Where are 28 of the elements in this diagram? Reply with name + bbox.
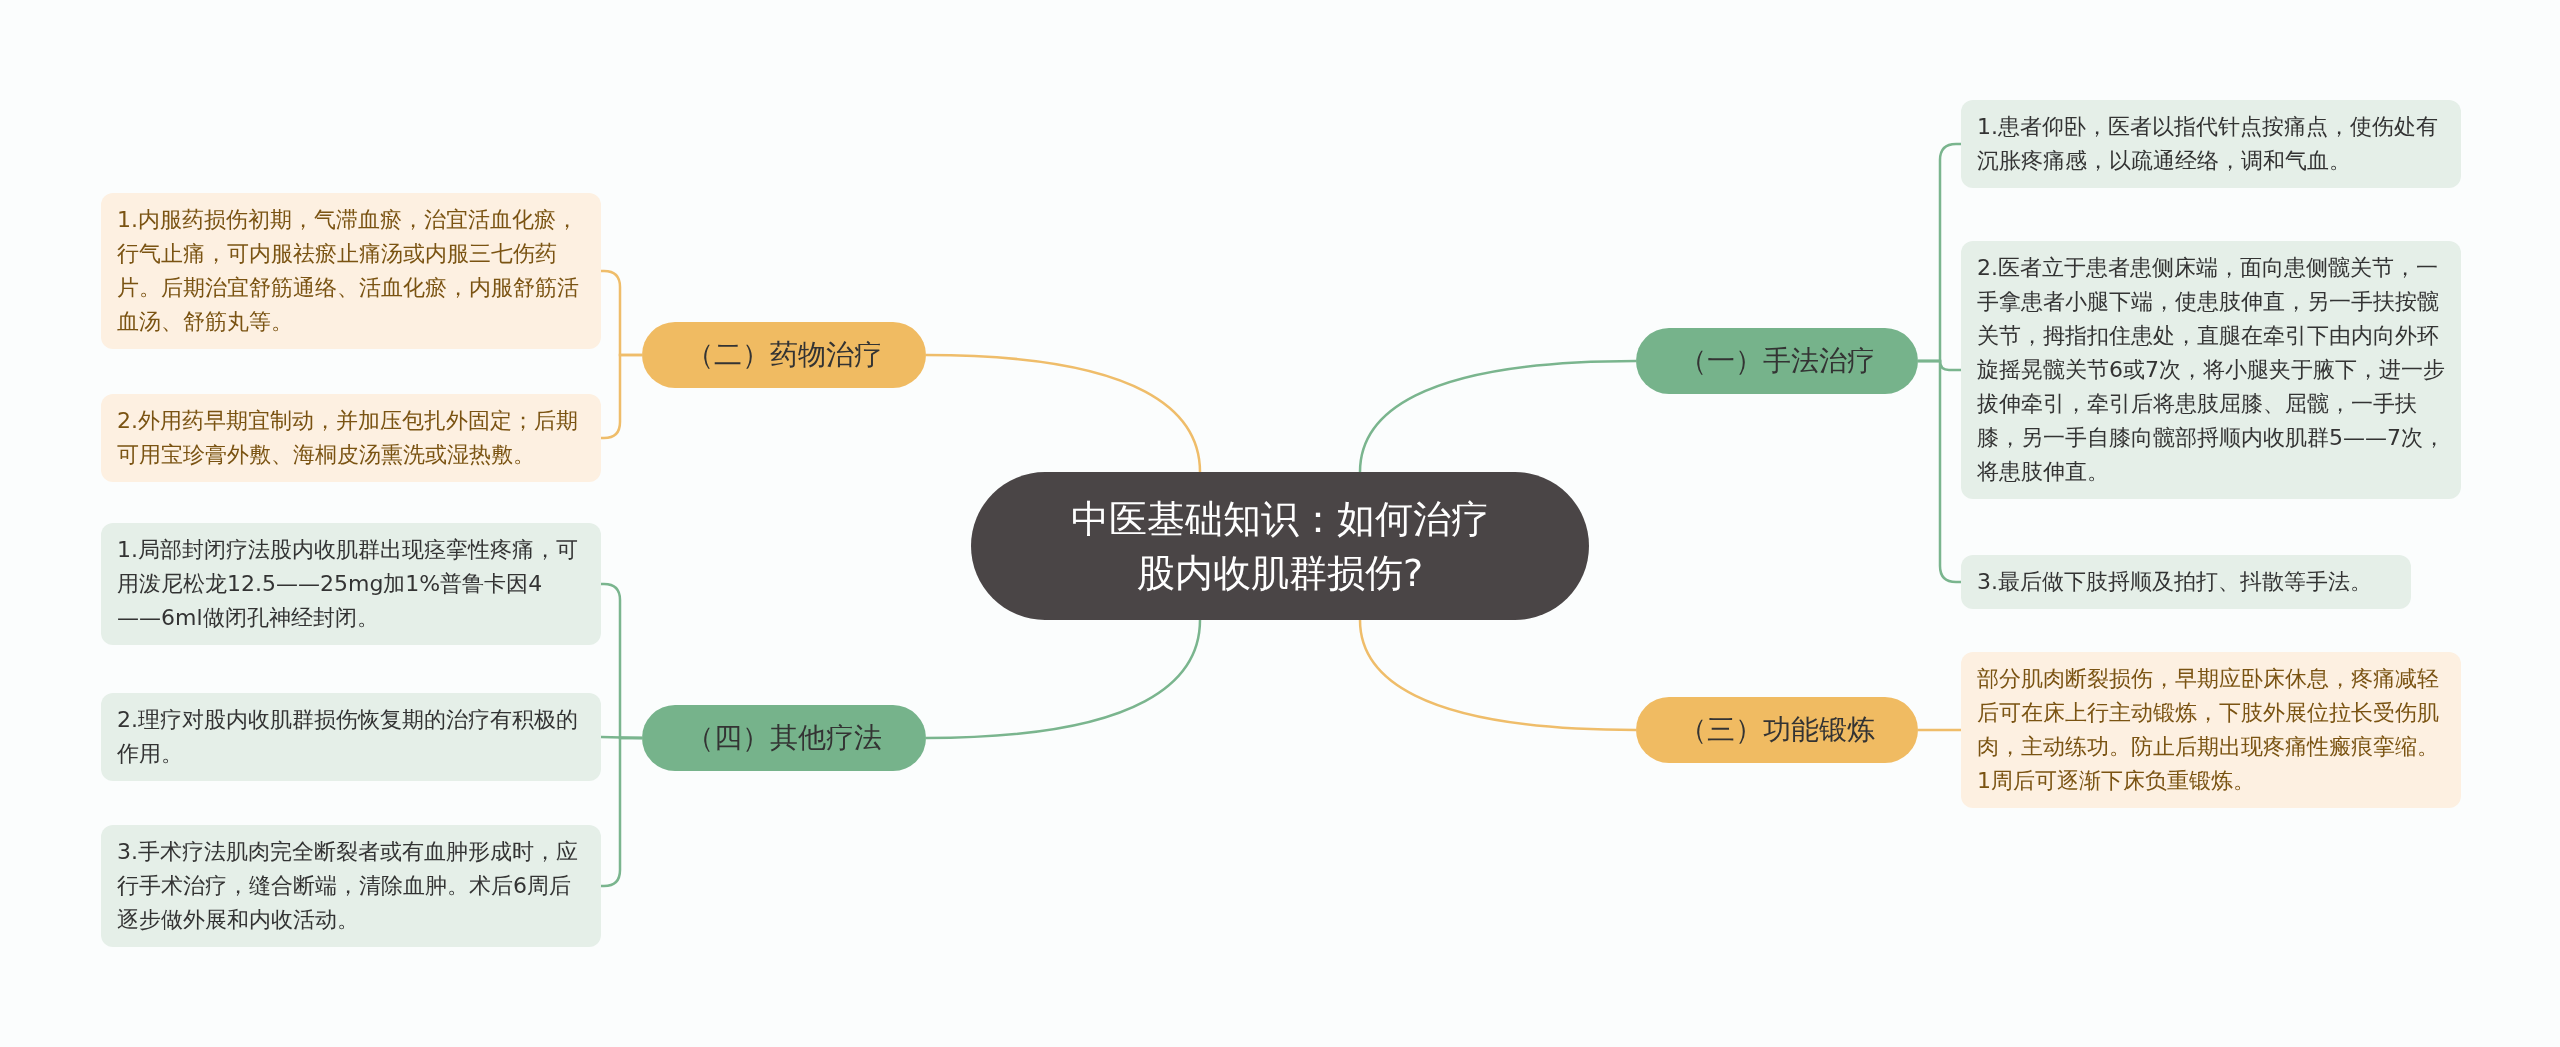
connector-line xyxy=(1918,728,1961,732)
topic-text: 1.局部封闭疗法股内收肌群出现痉挛性疼痛，可用泼尼松龙12.5——25mg加1%普鲁卡因4——6ml做闭孔神经封闭。 xyxy=(117,536,579,632)
note-card xyxy=(101,825,601,947)
connector-line xyxy=(1358,619,1637,732)
topic-text: 1.内服药损伤初期，气滞血瘀，治宜活血化瘀，行气止痛，可内服祛瘀止痛汤或内服三七伤药片。后期治宜舒筋通络、活血化瘀，内服舒筋活血汤、舒筋丸等。 xyxy=(117,206,580,336)
note-card xyxy=(101,523,601,645)
connector-line xyxy=(1358,359,1637,473)
connector-line xyxy=(925,619,1202,740)
note-card xyxy=(101,193,601,349)
note-card xyxy=(101,693,601,781)
topic-text: （一）手法治疗 xyxy=(1678,343,1876,379)
note-card xyxy=(1961,652,2461,808)
topic-text: 2.理疗对股内收肌群损伤恢复期的治疗有积极的作用。 xyxy=(117,706,579,768)
topic-text: （二）药物治疗 xyxy=(685,337,883,373)
topic-text: 2.医者立于患者患侧床端，面向患侧髋关节，一手拿患者小腿下端，使患肢伸直，另一手扶按髋关节，拇指扣住患处，直腿在牵引下由内向外环旋摇晃髋关节6或7次，将小腿夹于腋下，进一步拔伸牵引，牵引后将患肢屈膝、屈髋，一手扶膝，另一手自膝向髋部捋顺内收肌群5——7次，将患肢伸直。 xyxy=(1977,254,2445,486)
topic-text: 部分肌肉断裂损伤，早期应卧床休息，疼痛减轻后可在床上行主动锻炼，下肢外展位拉长受伤肌肉，主动练功。防止后期出现疼痛性瘢痕挛缩。1周后可逐渐下床负重锻炼。 xyxy=(1977,665,2440,795)
note-card xyxy=(101,394,601,482)
topic-text: 中医基础知识：如何治疗股内收肌群损伤? xyxy=(1070,496,1490,597)
topic-text: 2.外用药早期宜制动，并加压包扎外固定；后期可用宝珍膏外敷、海桐皮汤熏洗或湿热敷。 xyxy=(117,407,579,469)
connector-line xyxy=(925,353,1202,473)
note-card xyxy=(1961,241,2461,499)
topic-text: 1.患者仰卧，医者以指代针点按痛点，使伤处有沉胀疼痛感，以疏通经络，调和气血。 xyxy=(1977,113,2439,175)
note-card xyxy=(1961,555,2411,609)
topic-text: 3.手术疗法肌肉完全断裂者或有血肿形成时，应行手术治疗，缝合断端，清除血肿。术后6周后逐步做外展和内收活动。 xyxy=(117,838,579,934)
topic-text: 3.最后做下肢捋顺及拍打、抖散等手法。 xyxy=(1977,568,2373,596)
topic-text: （四）其他疗法 xyxy=(685,720,883,756)
note-card xyxy=(1961,100,2461,188)
topic-text: （三）功能锻炼 xyxy=(1678,712,1876,748)
